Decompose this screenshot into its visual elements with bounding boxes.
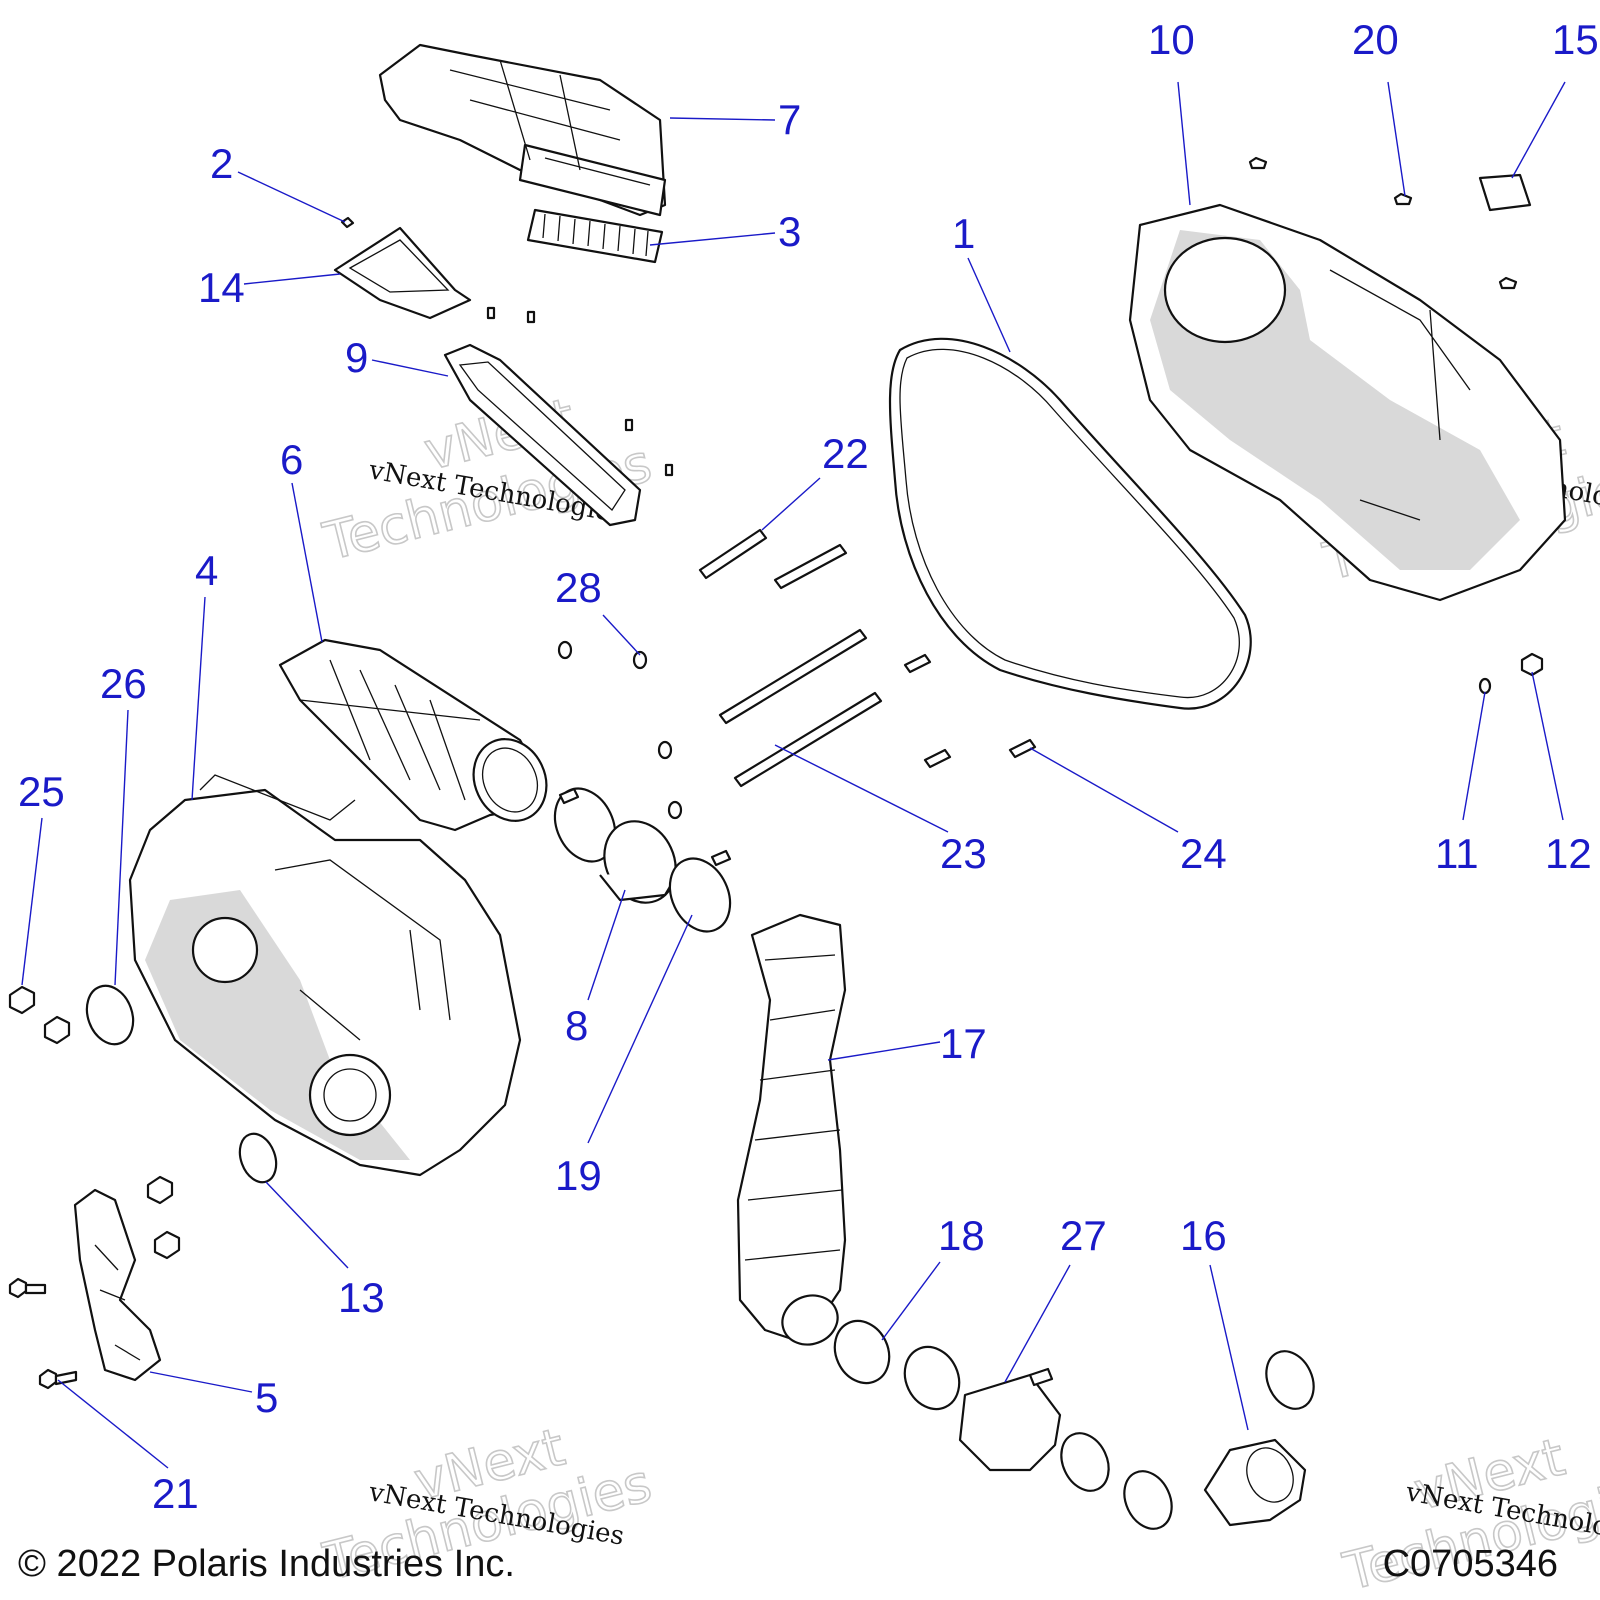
part-small-ring — [1478, 677, 1492, 695]
callout-15[interactable]: 15 — [1552, 16, 1599, 63]
callout-25[interactable]: 25 — [18, 768, 65, 815]
leader-8 — [587, 889, 626, 1001]
part-inner-clutch-cover — [128, 774, 522, 1177]
callout-11[interactable]: 11 — [1435, 830, 1479, 877]
leader-9 — [371, 359, 449, 377]
callout-22[interactable]: 22 — [822, 430, 869, 477]
leader-19 — [587, 914, 693, 1144]
leader-12 — [1531, 671, 1564, 821]
callout-23[interactable]: 23 — [940, 830, 987, 877]
callout-19[interactable]: 19 — [555, 1152, 602, 1199]
part-outer-clutch-cover — [1128, 203, 1567, 602]
leader-23 — [774, 744, 949, 833]
callout-7[interactable]: 7 — [778, 96, 801, 143]
leader-5 — [149, 1371, 253, 1393]
leader-10 — [1177, 81, 1191, 206]
callout-27[interactable]: 27 — [1060, 1212, 1107, 1259]
part-short-bolts — [903, 653, 1037, 769]
callout-14[interactable]: 14 — [198, 264, 245, 311]
part-coupler-clamps — [553, 787, 732, 933]
callout-1[interactable]: 1 — [952, 210, 975, 257]
part-screws — [486, 306, 674, 477]
part-lower-clamps-fittings — [833, 1319, 1315, 1530]
leader-27 — [1004, 1264, 1071, 1383]
part-cover-plate — [333, 226, 472, 320]
callout-17[interactable]: 17 — [940, 1020, 987, 1067]
part-bracket — [73, 1188, 162, 1382]
leader-11 — [1462, 691, 1486, 821]
leader-28 — [602, 614, 641, 656]
callout-13[interactable]: 13 — [338, 1274, 385, 1321]
leader-25 — [21, 817, 43, 986]
part-label — [1478, 173, 1532, 212]
leader-21 — [57, 1379, 169, 1469]
leader-18 — [881, 1261, 941, 1341]
callout-4[interactable]: 4 — [195, 547, 218, 594]
part-o-ring-small — [238, 1132, 278, 1184]
part-intake-duct-lower — [278, 638, 548, 832]
copyright-notice: © 2022 Polaris Industries Inc. — [18, 1543, 515, 1585]
part-drive-belt — [888, 337, 1252, 710]
part-plug-small — [1520, 652, 1544, 677]
callout-9[interactable]: 9 — [345, 334, 368, 381]
callout-10[interactable]: 10 — [1148, 16, 1195, 63]
callout-5[interactable]: 5 — [255, 1374, 278, 1421]
leader-26 — [114, 709, 129, 986]
callout-12[interactable]: 12 — [1545, 830, 1592, 877]
leader-6 — [291, 482, 323, 643]
figure-id: C0705346 — [1382, 1543, 1558, 1585]
part-washers — [557, 640, 683, 820]
part-screw — [1393, 192, 1413, 206]
part-screw-small — [340, 216, 355, 229]
leader-3 — [649, 232, 776, 246]
part-drive-belt-inner — [899, 348, 1240, 699]
part-o-ring — [85, 984, 135, 1046]
callout-16[interactable]: 16 — [1180, 1212, 1227, 1259]
leader-24 — [1029, 747, 1179, 833]
part-intake-duct-upper — [378, 43, 667, 217]
callout-6[interactable]: 6 — [280, 436, 303, 483]
callout-20[interactable]: 20 — [1352, 16, 1399, 63]
leader-20 — [1387, 81, 1406, 197]
leader-1 — [967, 257, 1011, 353]
leader-15 — [1511, 81, 1566, 179]
callout-18[interactable]: 18 — [938, 1212, 985, 1259]
part-plug — [8, 985, 181, 1260]
leader-17 — [827, 1041, 941, 1061]
leader-14 — [243, 273, 341, 285]
part-screw — [1248, 156, 1268, 170]
leader-2 — [237, 171, 346, 223]
callouts: 1 2 3 4 5 6 7 8 9 10 11 12 13 14 15 16 1… — [18, 16, 1599, 1517]
part-exhaust-duct — [736, 913, 847, 1346]
callout-24[interactable]: 24 — [1180, 830, 1227, 877]
part-screw — [1498, 276, 1518, 290]
leader-22 — [761, 477, 821, 531]
leader-lines — [21, 81, 1566, 1469]
leader-16 — [1209, 1264, 1249, 1431]
part-gasket-frame — [443, 343, 642, 527]
parts — [8, 43, 1567, 1530]
part-long-bolts — [698, 528, 883, 788]
leader-4 — [191, 596, 206, 801]
leader-7 — [669, 117, 776, 121]
part-bolts-left — [8, 1277, 78, 1390]
callout-2[interactable]: 2 — [210, 140, 233, 187]
callout-3[interactable]: 3 — [778, 208, 801, 255]
callout-28[interactable]: 28 — [555, 564, 602, 611]
callout-8[interactable]: 8 — [565, 1002, 588, 1049]
callout-26[interactable]: 26 — [100, 660, 147, 707]
part-grille-screen — [526, 208, 664, 264]
leader-13 — [265, 1181, 349, 1269]
callout-21[interactable]: 21 — [152, 1470, 199, 1517]
